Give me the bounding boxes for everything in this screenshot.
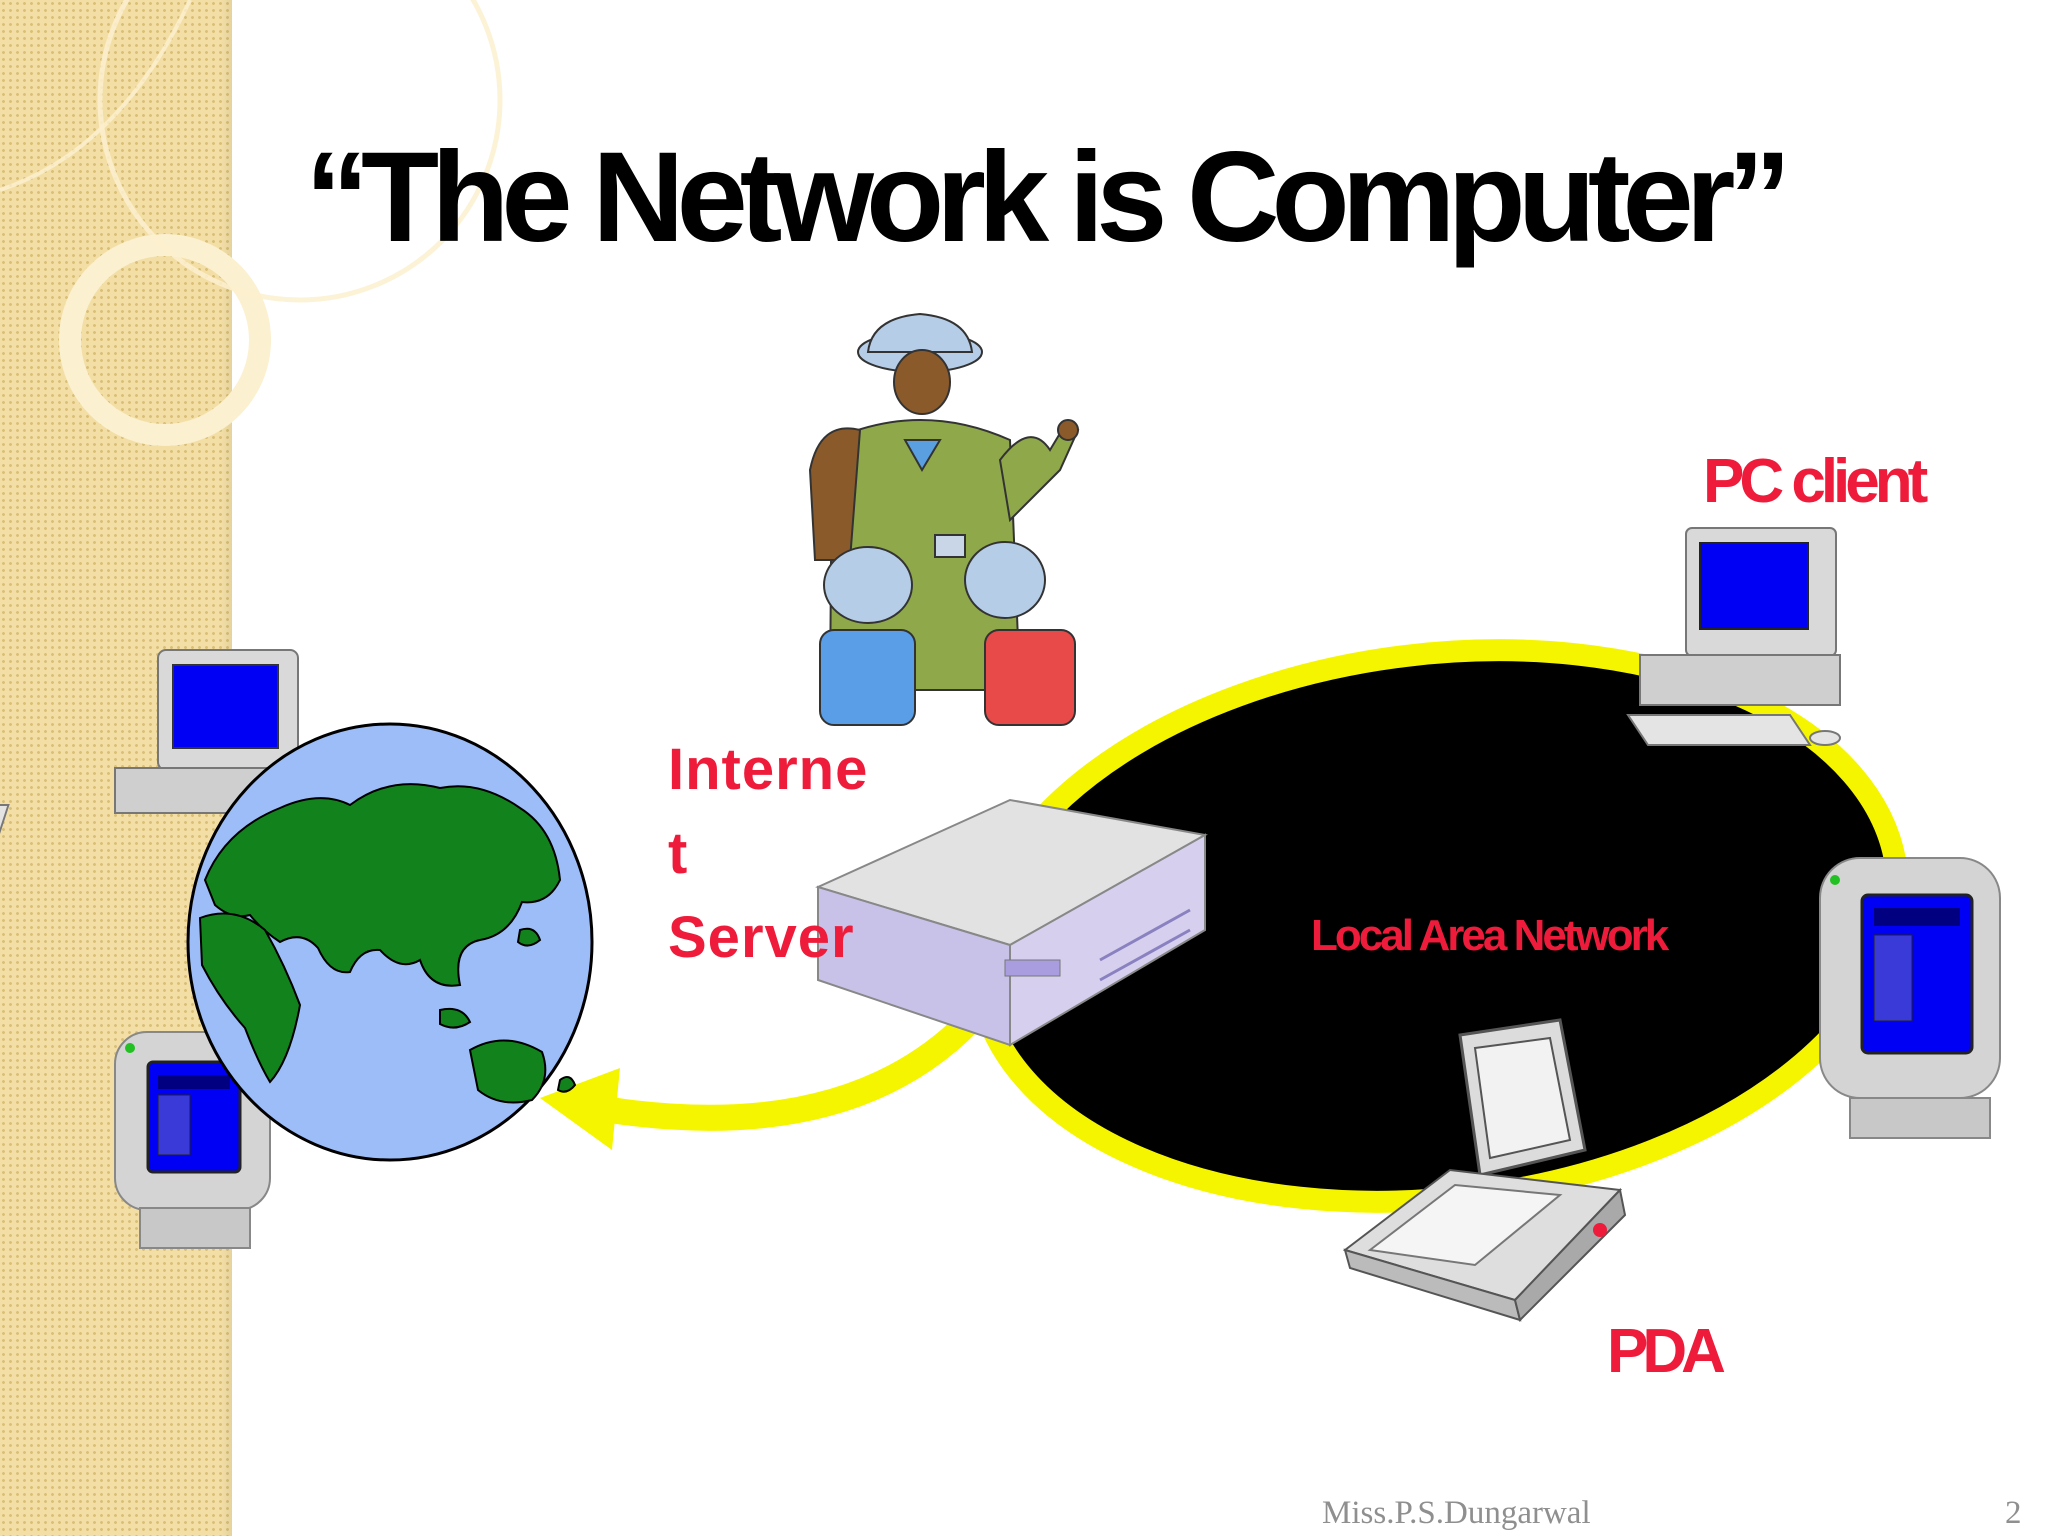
lan-label: Local Area Network [1311, 911, 1669, 960]
page-number: 2 [2005, 1495, 2022, 1531]
teacher-with-children-icon [808, 312, 1080, 726]
server-icon [815, 798, 1208, 1047]
pda-icon [1342, 1018, 1627, 1322]
globe-icon [186, 722, 594, 1162]
internet-server-label-text: Interne t Server [668, 737, 869, 970]
right-terminal-icon [1819, 857, 2001, 1139]
pc-client-icon [1626, 527, 1841, 746]
pc-client-label: PC client [1703, 447, 1928, 516]
slide-title: “The Network is Computer” [305, 126, 1791, 269]
decorative-rings [0, 0, 503, 446]
pda-label: PDA [1607, 1317, 1726, 1386]
internet-server-label: Interne t Server [668, 728, 868, 980]
footer-author: Miss.P.S.Dungarwal [1322, 1495, 1591, 1531]
